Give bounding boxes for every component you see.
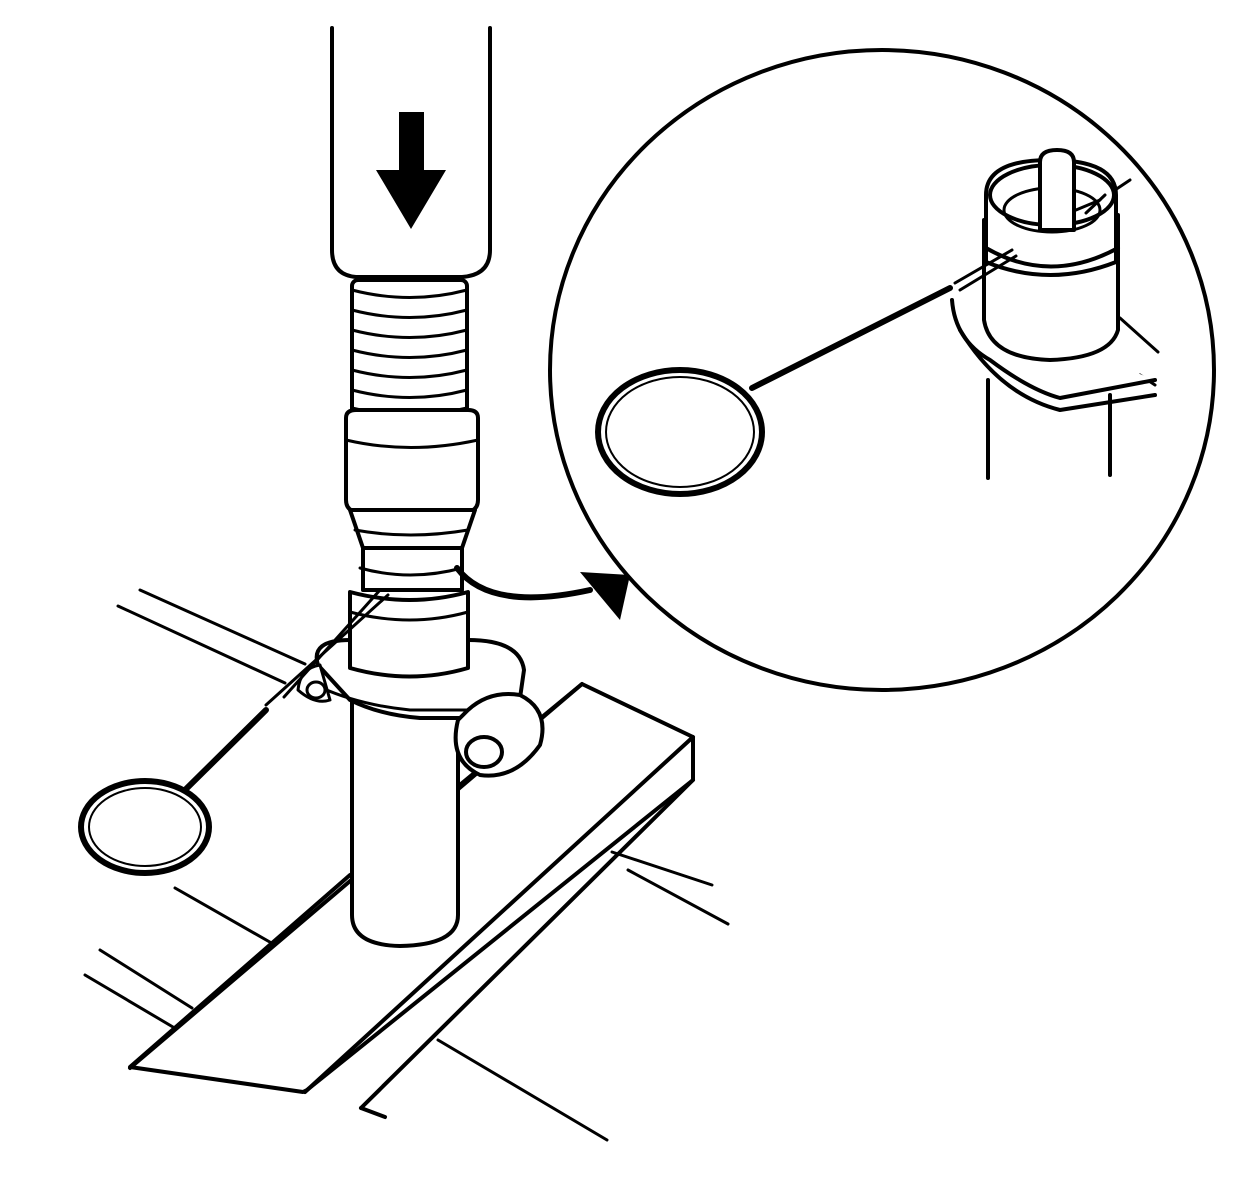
retaining-ring-tool xyxy=(78,588,390,876)
curved-arrow-icon xyxy=(454,565,630,620)
strut-housing xyxy=(296,590,545,948)
detail-view xyxy=(548,48,1216,692)
threaded-rod xyxy=(350,278,469,422)
installer-adapter xyxy=(344,408,480,592)
down-arrow-icon xyxy=(376,112,446,229)
press-ram xyxy=(330,26,492,279)
